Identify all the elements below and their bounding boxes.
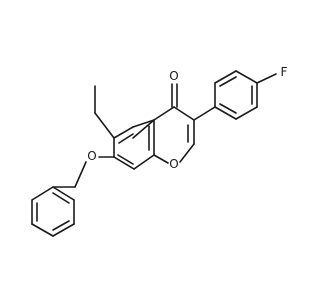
ethyl-group: [94, 85, 115, 139]
bond: [133, 154, 155, 170]
bond: [31, 223, 54, 237]
double-bond-inner: [117, 154, 134, 165]
bond: [214, 106, 237, 120]
bond: [235, 70, 258, 84]
bond: [214, 70, 237, 84]
bond: [132, 119, 155, 128]
bond: [193, 106, 216, 121]
ether-oxygen-label: O: [87, 149, 96, 163]
carbonyl-oxygen-label: O: [169, 69, 178, 83]
bond: [31, 186, 54, 201]
bond: [113, 156, 135, 170]
fluorophenyl-ring: [193, 70, 277, 121]
benzyl-ring: [31, 186, 75, 237]
double-bond-inner: [52, 220, 70, 231]
double-bond-inner: [219, 103, 237, 114]
structure-diagram: O F O O: [31, 65, 288, 237]
bond: [153, 154, 169, 164]
benzyloxy-group: [52, 156, 115, 188]
bond: [235, 106, 258, 120]
bond: [94, 112, 115, 139]
carbonyl-group: [171, 83, 178, 108]
ring-oxygen-label: O: [169, 157, 178, 171]
bond: [52, 186, 75, 201]
bond: [113, 126, 134, 139]
bond: [132, 119, 155, 139]
bond: [74, 161, 87, 188]
bond: [256, 73, 277, 84]
double-bond-inner: [118, 133, 134, 144]
double-bond-inner: [219, 76, 237, 87]
benzo-ring: [113, 119, 155, 170]
bond: [52, 223, 75, 237]
bond: [173, 106, 195, 121]
bond: [179, 143, 195, 163]
bond: [153, 106, 175, 121]
fluorine-label: F: [281, 65, 288, 79]
pyranone-ring: [153, 106, 195, 164]
double-bond-inner: [52, 192, 70, 204]
